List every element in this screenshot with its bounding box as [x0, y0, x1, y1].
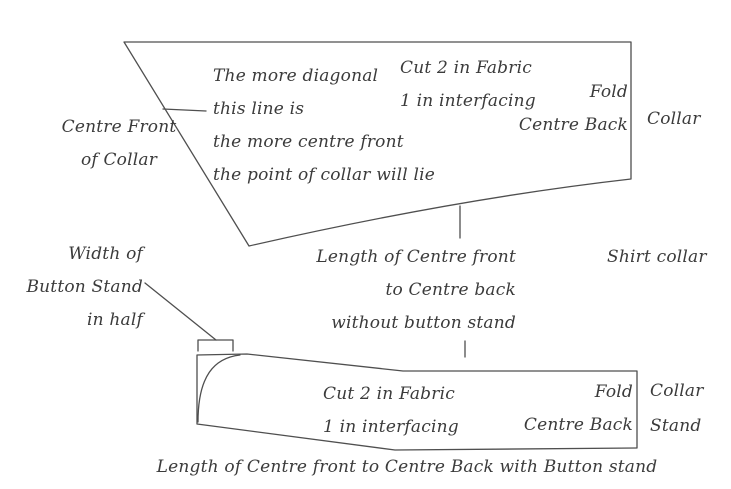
- collar-length-label-line-2: to Centre back: [385, 280, 516, 300]
- collar-diagonal-note-line-4: the point of collar will lie: [213, 165, 436, 185]
- button-stand-curve: [197, 354, 241, 423]
- stand-cut-note-line-2: 1 in interfacing: [323, 417, 459, 437]
- collar-length-label-line-3: without button stand: [331, 313, 516, 333]
- stand-fold-label: Fold: [594, 382, 633, 402]
- collar-diagonal-note-line-3: the more centre front: [213, 132, 404, 152]
- stand-side-label-line-1: Collar: [650, 381, 704, 401]
- centre-front-label-line-1: Centre Front: [61, 117, 177, 137]
- stand-side-label-line-2: Stand: [650, 416, 702, 436]
- button-stand-leader-line: [144, 282, 217, 341]
- stand-length-caption: Length of Centre front to Centre Back wi…: [156, 457, 658, 477]
- button-stand-bracket: [197, 339, 234, 352]
- stand-centre-back-label: Centre Back: [523, 415, 633, 435]
- collar-fold-label: Fold: [589, 82, 628, 102]
- collar-cut-note-line-2: 1 in interfacing: [400, 91, 536, 111]
- collar-fold-centre-back: Fold Centre Back: [519, 76, 628, 142]
- collar-length-label-line-1: Length of Centre front: [316, 247, 516, 267]
- collar-stand-outline: [196, 353, 638, 451]
- collar-length-label: Length of Centre front to Centre back wi…: [316, 241, 516, 340]
- button-stand-width-label: Width of Button Stand in half: [26, 238, 143, 337]
- collar-diagonal-note-line-1: The more diagonal: [213, 66, 379, 86]
- button-stand-width-label-line-3: in half: [86, 310, 143, 330]
- collar-outline: [123, 41, 632, 247]
- collar-leader-line: [162, 108, 207, 112]
- stand-side-label: Collar Stand: [650, 374, 704, 444]
- centre-front-label-line-2: of Collar: [80, 150, 158, 170]
- centre-front-label: Centre Front of Collar: [39, 111, 199, 177]
- stand-fold-centre-back: Fold Centre Back: [524, 376, 633, 442]
- collar-cut-note: Cut 2 in Fabric 1 in interfacing: [400, 52, 536, 118]
- collar-side-label: Collar: [647, 109, 701, 129]
- collar-diagonal-note-line-2: this line is: [213, 99, 305, 119]
- button-stand-width-label-line-2: Button Stand: [26, 277, 143, 297]
- collar-cut-note-line-1: Cut 2 in Fabric: [400, 58, 532, 78]
- stand-cut-note-line-1: Cut 2 in Fabric: [323, 384, 455, 404]
- button-stand-width-label-line-1: Width of: [68, 244, 143, 264]
- stand-cut-note: Cut 2 in Fabric 1 in interfacing: [323, 378, 459, 444]
- shirt-collar-title: Shirt collar: [607, 247, 707, 267]
- collar-diagonal-note: The more diagonal this line is the more …: [213, 60, 435, 192]
- collar-centre-back-label: Centre Back: [518, 115, 628, 135]
